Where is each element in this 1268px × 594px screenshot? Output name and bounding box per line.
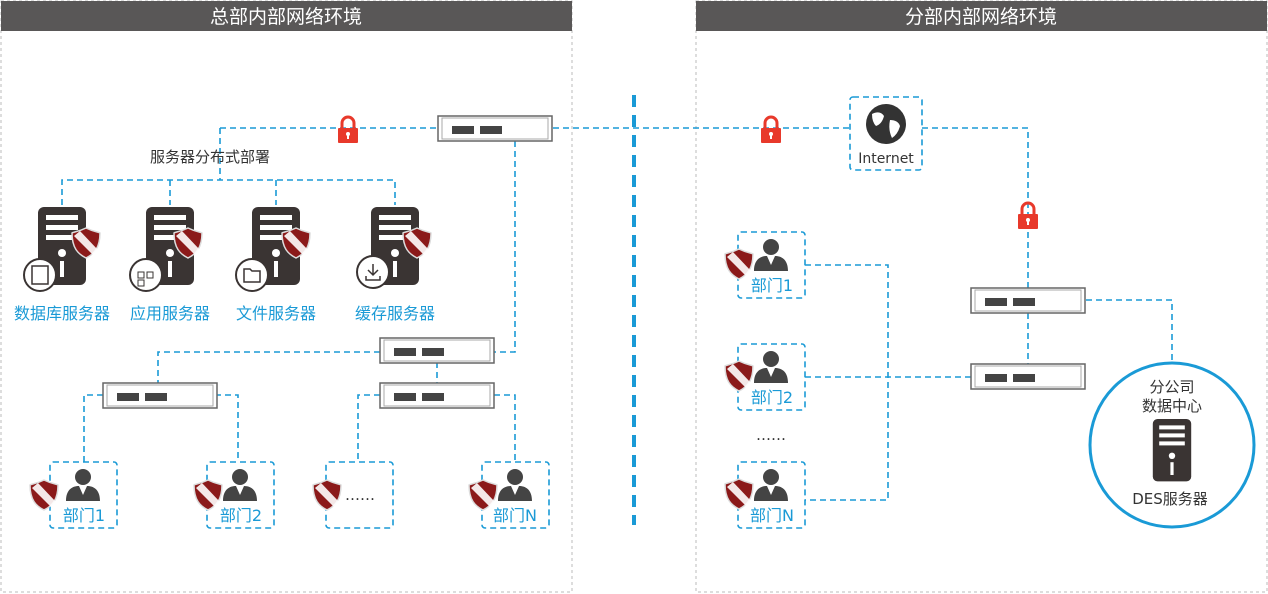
branch-title-bar	[696, 1, 1267, 31]
branch-department-1[interactable]: 部门1	[724, 231, 806, 299]
person-icon	[754, 351, 788, 383]
hq-department-2[interactable]: 部门2	[193, 461, 275, 529]
branch-switch-bottom	[970, 363, 1086, 390]
internet-node[interactable]: Internet	[849, 96, 923, 171]
apps-icon	[129, 258, 163, 292]
shield-icon	[724, 248, 754, 280]
globe-icon	[866, 104, 906, 144]
department-label: 部门N	[750, 506, 794, 525]
shield-icon	[193, 479, 223, 511]
hq-core-switch	[437, 115, 553, 142]
shield-icon	[724, 478, 754, 510]
datacenter-title-line1: 分公司	[1149, 378, 1194, 396]
branch-department-n[interactable]: 部门N	[724, 461, 806, 529]
folder-icon	[235, 258, 269, 292]
lock-icon	[336, 115, 360, 145]
server-file[interactable]: 文件服务器	[235, 207, 316, 323]
person-icon	[754, 469, 788, 501]
hq-access-switch-right	[379, 382, 495, 409]
shield-icon	[724, 360, 754, 392]
department-label: 部门2	[220, 506, 262, 525]
person-icon	[498, 469, 532, 501]
person-icon	[66, 469, 100, 501]
server-label: 缓存服务器	[355, 304, 435, 323]
ellipsis: ……	[756, 426, 786, 444]
person-icon	[223, 469, 257, 501]
server-cache[interactable]: 缓存服务器	[355, 207, 435, 323]
server-application[interactable]: 应用服务器	[129, 207, 210, 323]
hq-title-bar	[1, 1, 572, 31]
database-icon	[23, 258, 57, 292]
lock-icon	[759, 115, 783, 145]
server-icon	[1152, 419, 1192, 482]
ellipsis: ……	[345, 486, 375, 504]
server-label: 文件服务器	[236, 304, 316, 323]
department-label: 部门N	[493, 506, 537, 525]
server-group-label: 服务器分布式部署	[150, 148, 270, 166]
branch-switch-top	[970, 287, 1086, 314]
connection-lines	[61, 127, 1173, 501]
branch-department-2[interactable]: 部门2	[724, 343, 806, 411]
hq-title: 总部内部网络环境	[210, 6, 362, 28]
des-server-label: DES服务器	[1132, 490, 1208, 508]
internet-label: Internet	[858, 151, 914, 167]
hq-department-n[interactable]: 部门N	[468, 461, 550, 529]
department-label: 部门1	[63, 506, 105, 525]
department-label: 部门2	[751, 388, 793, 407]
branch-panel: 分部内部网络环境	[695, 0, 1268, 593]
shield-icon	[312, 479, 342, 511]
department-label: 部门1	[751, 276, 793, 295]
shield-icon	[29, 479, 59, 511]
person-icon	[754, 239, 788, 271]
branch-title: 分部内部网络环境	[905, 6, 1057, 28]
hq-panel: 总部内部网络环境	[0, 0, 573, 593]
branch-datacenter[interactable]: 分公司 数据中心 DES服务器	[1088, 361, 1256, 529]
server-database[interactable]: 数据库服务器	[14, 207, 110, 323]
datacenter-title-line2: 数据中心	[1142, 397, 1202, 415]
hq-distribution-switch	[379, 337, 495, 364]
hq-department-1[interactable]: 部门1	[29, 461, 118, 529]
hq-access-switch-left	[102, 382, 218, 409]
hq-department-more[interactable]: ……	[312, 461, 394, 529]
server-label: 数据库服务器	[14, 304, 110, 323]
server-label: 应用服务器	[130, 304, 210, 323]
